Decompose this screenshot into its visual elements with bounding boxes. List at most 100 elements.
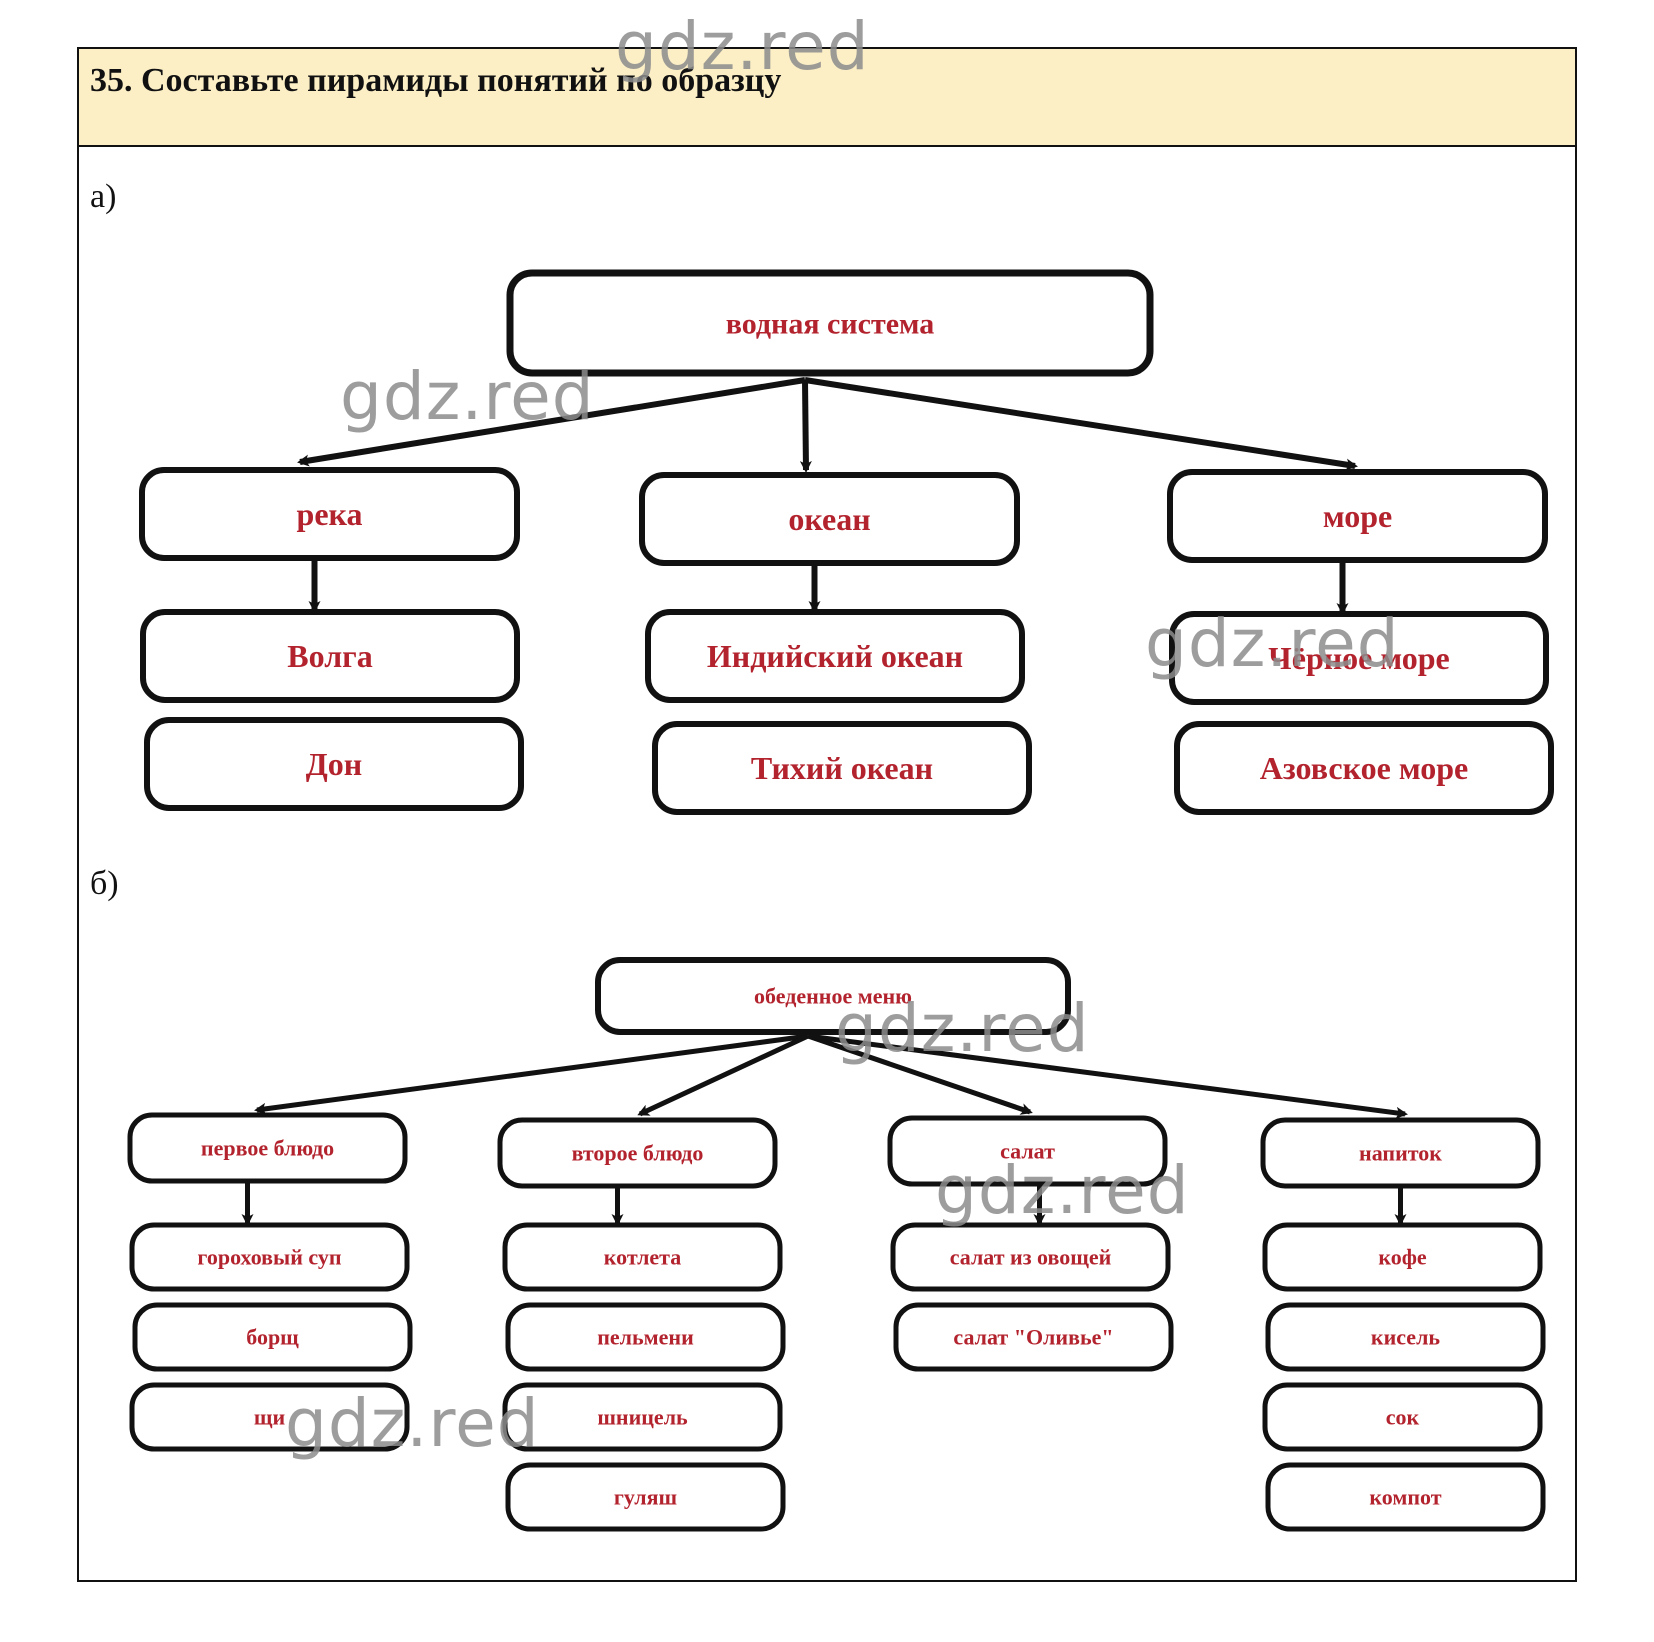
item-node: кофе <box>1262 1222 1543 1292</box>
arrow-a-root-to-0 <box>297 377 806 467</box>
item-node-label: пельмени <box>597 1325 694 1350</box>
watermark: gdz.red <box>835 990 1090 1067</box>
item-node-frame <box>140 609 520 703</box>
category-node-label: море <box>1323 498 1392 534</box>
item-node-label: гуляш <box>614 1485 677 1510</box>
item-node-frame <box>890 1222 1171 1292</box>
item-node: Чёрное море <box>1169 611 1549 705</box>
item-node-frame <box>505 1462 786 1532</box>
root-node-water-system: водная система <box>506 269 1154 377</box>
root-node-lunch-menu-frame <box>595 957 1071 1035</box>
category-node: океан <box>639 472 1020 566</box>
item-node-label: щи <box>254 1405 286 1430</box>
item-node-frame <box>1262 1222 1543 1292</box>
item-node: гуляш <box>505 1462 786 1532</box>
item-node-label: борщ <box>246 1325 299 1350</box>
item-node: сок <box>1262 1382 1543 1452</box>
category-node-label: второе блюдо <box>572 1141 704 1166</box>
item-node: борщ <box>132 1302 413 1372</box>
category-node: напиток <box>1260 1117 1541 1189</box>
category-node-label: первое блюдо <box>201 1136 334 1161</box>
item-node-label: Чёрное море <box>1268 640 1450 676</box>
item-node-label: Азовское море <box>1260 750 1468 786</box>
item-node: кисель <box>1265 1302 1546 1372</box>
item-node: котлета <box>502 1222 783 1292</box>
item-node-frame <box>1262 1382 1543 1452</box>
root-node-lunch-menu-label: обеденное меню <box>754 984 912 1009</box>
item-node-frame <box>652 721 1032 815</box>
category-node: море <box>1167 469 1548 563</box>
item-node-frame <box>1174 721 1554 815</box>
arrow-b-root-to-3 <box>807 1033 1408 1119</box>
item-node-frame <box>645 609 1025 703</box>
watermark: gdz.red <box>340 358 595 435</box>
item-node-label: гороховый суп <box>197 1245 341 1270</box>
item-node: шницель <box>502 1382 783 1452</box>
item-node-label: Волга <box>287 638 372 674</box>
watermark: gdz.red <box>935 1152 1190 1229</box>
item-node-label: Дон <box>306 746 362 782</box>
item-node-label: сок <box>1386 1405 1420 1430</box>
arrow-b-root-to-1 <box>637 1033 810 1117</box>
item-node: Азовское море <box>1174 721 1554 815</box>
item-node-label: котлета <box>604 1245 682 1270</box>
item-node: гороховый суп <box>129 1222 410 1292</box>
item-node-frame <box>129 1382 410 1452</box>
category-node-frame <box>1260 1117 1541 1189</box>
category-node-label: салат <box>1000 1139 1055 1164</box>
category-node-frame <box>887 1115 1168 1187</box>
category-node-frame <box>639 472 1020 566</box>
root-node-water-system-label: водная система <box>726 308 935 341</box>
item-node: Тихий океан <box>652 721 1032 815</box>
item-node-frame <box>144 717 524 811</box>
item-node-frame <box>132 1302 413 1372</box>
item-node-label: салат из овощей <box>950 1245 1112 1270</box>
category-node-label: река <box>297 496 363 532</box>
root-node-lunch-menu: обеденное меню <box>595 957 1071 1035</box>
item-node-frame <box>1265 1462 1546 1532</box>
item-node-frame <box>129 1222 410 1292</box>
category-node: салат <box>887 1115 1168 1187</box>
task-title: 35. Составьте пирамиды понятий по образц… <box>90 62 782 99</box>
watermark: gdz.red <box>1145 605 1400 682</box>
item-node: салат из овощей <box>890 1222 1171 1292</box>
item-node-label: Тихий океан <box>751 750 933 786</box>
item-node-frame <box>1169 611 1549 705</box>
item-node-label: шницель <box>597 1405 688 1430</box>
item-node: Дон <box>144 717 524 811</box>
item-node: пельмени <box>505 1302 786 1372</box>
arrow-a-root-to-2 <box>804 377 1358 471</box>
arrow-b-root-to-0 <box>254 1033 809 1115</box>
category-node: первое блюдо <box>127 1112 408 1184</box>
item-node-label: кофе <box>1378 1245 1427 1270</box>
arrow-b-root-to-2 <box>807 1033 1033 1115</box>
category-node-frame <box>497 1117 778 1189</box>
item-node-frame <box>502 1382 783 1452</box>
category-node-frame <box>139 467 520 561</box>
item-node: салат "Оливье" <box>893 1302 1174 1372</box>
item-node: Индийский океан <box>645 609 1025 703</box>
item-node: компот <box>1265 1462 1546 1532</box>
item-node-frame <box>502 1222 783 1292</box>
item-node-label: Индийский океан <box>707 638 963 674</box>
item-node-label: кисель <box>1371 1325 1440 1350</box>
item-node-frame <box>893 1302 1174 1372</box>
item-node-label: компот <box>1369 1485 1441 1510</box>
category-node-frame <box>1167 469 1548 563</box>
item-node-frame <box>505 1302 786 1372</box>
arrow-a-root-to-1 <box>799 379 812 473</box>
category-node-label: напиток <box>1359 1141 1442 1166</box>
part-a-label: а) <box>90 178 117 215</box>
category-node-frame <box>127 1112 408 1184</box>
item-node: Волга <box>140 609 520 703</box>
root-node-water-system-frame <box>506 269 1154 377</box>
item-node: щи <box>129 1382 410 1452</box>
watermark: gdz.red <box>285 1385 540 1462</box>
category-node-label: океан <box>788 501 870 537</box>
category-node: река <box>139 467 520 561</box>
task-header <box>77 47 1577 147</box>
part-b-label: б) <box>90 865 119 902</box>
item-node-frame <box>1265 1302 1546 1372</box>
item-node-label: салат "Оливье" <box>953 1325 1113 1350</box>
